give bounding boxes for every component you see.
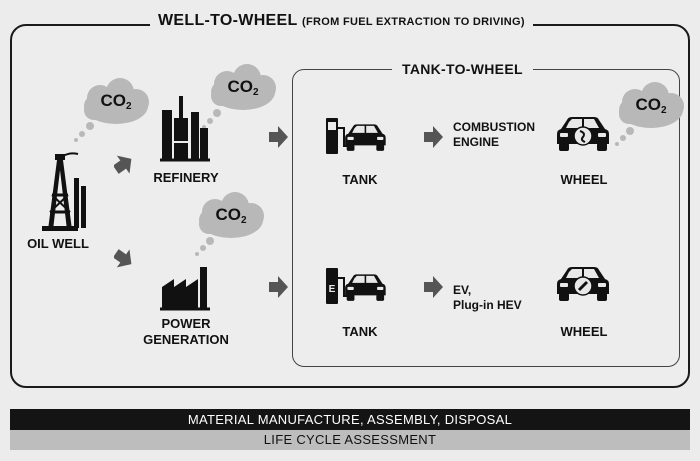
co2-label: CO xyxy=(215,205,241,224)
co2-cloud-refinery: CO2 xyxy=(207,64,279,114)
life-cycle-assessment-bar: LIFE CYCLE ASSESSMENT xyxy=(10,430,690,450)
combustion-engine-label: COMBUSTION ENGINE xyxy=(453,120,535,150)
fuel-pump-icon xyxy=(326,118,386,154)
ev-plugin-hev-label: EV, Plug-in HEV xyxy=(453,283,522,313)
tank-to-wheel-title: TANK-TO-WHEEL xyxy=(392,61,533,77)
co2-subscript: 2 xyxy=(240,215,247,226)
arrow-right-icon xyxy=(424,276,443,298)
tank-label-top: TANK xyxy=(342,172,378,187)
arrow-right-icon xyxy=(114,153,138,179)
ev-pump-letter: E xyxy=(328,284,336,295)
cloud-trail-power xyxy=(195,237,214,256)
arrow-right-icon xyxy=(114,248,138,274)
ev-line2: Plug-in HEV xyxy=(453,298,522,312)
co2-cloud-oil-well: CO2 xyxy=(80,78,152,128)
refinery-label: REFINERY xyxy=(153,170,219,185)
refinery-icon xyxy=(160,96,210,162)
power-generation-line2: GENERATION xyxy=(143,332,229,347)
co2-label: CO xyxy=(227,77,253,96)
oil-derrick-icon xyxy=(42,152,86,231)
co2-cloud-power: CO2 xyxy=(195,192,267,242)
factory-icon xyxy=(160,267,210,311)
wheel-label-bottom: WHEEL xyxy=(560,324,608,339)
tank-to-wheel-frame xyxy=(292,69,680,367)
tank-label-bottom: TANK xyxy=(342,324,378,339)
combustion-line2: ENGINE xyxy=(453,135,500,149)
ev-charger-icon xyxy=(326,268,386,304)
co2-subscript: 2 xyxy=(252,87,259,98)
co2-subscript: 2 xyxy=(660,105,667,116)
cloud-trail-oil xyxy=(74,122,94,142)
combustion-line1: COMBUSTION xyxy=(453,120,535,134)
arrow-right-icon xyxy=(269,126,288,148)
power-generation-label: POWER GENERATION xyxy=(136,316,236,348)
co2-label: CO xyxy=(635,95,661,114)
oil-well-label: OIL WELL xyxy=(27,236,89,251)
co2-label: CO xyxy=(100,91,126,110)
well-to-wheel-heading: WELL-TO-WHEEL xyxy=(158,12,298,29)
well-to-wheel-title: WELL-TO-WHEEL (FROM FUEL EXTRACTION TO D… xyxy=(150,12,533,30)
arrow-right-icon xyxy=(424,126,443,148)
ev-line1: EV, xyxy=(453,283,472,297)
car-icon xyxy=(557,267,609,301)
cloud-trail-wheel xyxy=(615,127,634,146)
wheel-label-top: WHEEL xyxy=(560,172,608,187)
cloud-trail-refinery xyxy=(202,109,221,129)
well-to-wheel-subtitle: (FROM FUEL EXTRACTION TO DRIVING) xyxy=(302,16,525,28)
car-icon xyxy=(557,117,609,151)
co2-cloud-wheel: CO2 xyxy=(615,82,687,132)
co2-subscript: 2 xyxy=(125,101,132,112)
power-generation-line1: POWER xyxy=(161,316,211,331)
arrow-right-icon xyxy=(269,276,288,298)
material-manufacture-bar: MATERIAL MANUFACTURE, ASSEMBLY, DISPOSAL xyxy=(10,409,690,430)
